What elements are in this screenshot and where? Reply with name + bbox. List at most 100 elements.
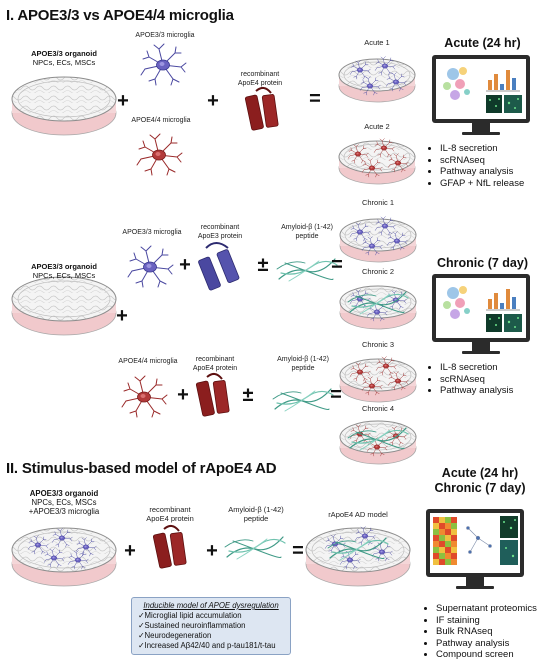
acute-protein-label: recombinant ApoE4 protein <box>225 70 295 88</box>
stimulus-timepoint-line1: Acute (24 hr) <box>441 466 519 480</box>
acute-organoid-subtitle: NPCs, ECs, MSCs <box>32 58 96 67</box>
chronic-monitor-icon <box>432 274 530 354</box>
acute-2-label: Acute 2 <box>364 122 390 131</box>
acute-protein-label-line1: recombinant <box>240 71 280 78</box>
acute-bar-plot <box>486 70 520 92</box>
chronic-outputs-list: IL-8 secretion scRNAseq Pathway analysis <box>428 362 550 397</box>
acute-outputs-list: IL-8 secretion scRNAseq Pathway analysis… <box>428 143 550 189</box>
stimulus-timepoint-line2: Chronic (7 day) <box>434 481 526 495</box>
acute-umap-plot <box>443 67 470 100</box>
acute-apoe4-protein-icon <box>243 86 280 132</box>
acute-plus-2: + <box>207 90 219 112</box>
chronic-apoe44-microglia-label: APOE4/4 microglia <box>118 358 178 365</box>
stimulus-output-item: Compound screen <box>436 649 550 661</box>
chronic-apoe4-protein-label-line1: recombinant <box>195 356 235 363</box>
chronic-bottom-plusminus: ± <box>242 384 254 406</box>
stimulus-equals: = <box>292 540 304 562</box>
chronic-amyloid-top-label: Amyloid-β (1-42) peptide <box>272 223 342 241</box>
chronic-amyloid-bottom-label-line1: Amyloid-β (1-42) <box>277 356 329 363</box>
apoe-dysregulation-item: ✓Sustained neuroinflammation <box>138 621 246 630</box>
chronic-amyloid-bottom-label: Amyloid-β (1-42) peptide <box>268 355 338 373</box>
stimulus-amyloid-label-line2: peptide <box>243 514 269 523</box>
chronic-amyloid-bottom-icon <box>272 388 334 412</box>
chronic-2-dish <box>339 285 417 330</box>
stimulus-output-item: Supernatant proteomics <box>436 603 550 615</box>
stimulus-organoid-label: APOE3/3 organoid NPCs, ECs, MSCs +APOE3/… <box>14 489 114 516</box>
chronic-apoe33-microglia-cell <box>127 245 174 288</box>
acute-output-item: GFAP + NfL release <box>440 178 550 190</box>
chronic-timepoint-title: Chronic (7 day) <box>437 256 528 270</box>
network-plot <box>466 526 492 554</box>
chronic-2-label: Chronic 2 <box>361 267 395 276</box>
acute-organoid-label: APOE3/3 organoid NPCs, ECs, MSCs <box>14 49 114 67</box>
stimulus-if-image-2 <box>500 540 518 565</box>
chronic-apoe3-protein-label-line1: recombinant <box>200 224 240 231</box>
chronic-apoe4-protein-label: recombinant ApoE4 protein <box>180 355 250 373</box>
chronic-output-item: IL-8 secretion <box>440 362 550 374</box>
acute-plus-1: + <box>117 90 129 112</box>
stimulus-monitor-icon <box>426 509 524 589</box>
acute-output-item: IL-8 secretion <box>440 143 550 155</box>
acute-organoid-title: APOE3/3 organoid <box>31 49 97 58</box>
chronic-amyloid-top-label-line2: peptide <box>295 233 319 240</box>
acute-monitor-icon <box>432 55 530 135</box>
chronic-organoid-title: APOE3/3 organoid <box>31 262 97 271</box>
stimulus-protein-label: recombinant ApoE4 protein <box>135 505 205 523</box>
apoe-dysregulation-item: ✓Neurodegeneration <box>138 631 212 640</box>
stimulus-outputs-list: Supernatant proteomics IF staining Bulk … <box>424 603 550 661</box>
apoe-dysregulation-box-title: Inducible model of APOE dysregulation <box>143 601 279 610</box>
section-1-title: I. APOE3/3 vs APOE4/4 microglia <box>6 7 234 24</box>
chronic-output-item: scRNAseq <box>440 374 550 386</box>
stimulus-organoid-subtitle-2: +APOE3/3 microglia <box>28 507 100 516</box>
chronic-top-plus: + <box>179 254 191 276</box>
chronic-1-label: Chronic 1 <box>361 198 395 207</box>
chronic-umap-plot <box>443 286 470 319</box>
acute-apoe33-microglia-cell <box>140 43 187 86</box>
section-2-title: II. Stimulus-based model of rApoE4 AD <box>6 460 277 477</box>
acute-apoe44-microglia-cell <box>136 133 183 176</box>
apoe-dysregulation-item: ✓Increased Aβ42/40 and p-tau181/t-tau <box>138 641 276 650</box>
chronic-bottom-plus: + <box>177 384 189 406</box>
chronic-if-image-1 <box>486 314 502 332</box>
acute-if-image-2 <box>504 95 522 113</box>
chronic-apoe3-protein-label-line2: ApoE3 protein <box>197 233 243 240</box>
stimulus-amyloid-label-line1: Amyloid-β (1-42) <box>228 505 284 514</box>
acute-2-dish <box>338 140 416 185</box>
stimulus-amyloid-label: Amyloid-β (1-42) peptide <box>218 505 294 523</box>
acute-apoe44-microglia-label: APOE4/4 microglia <box>131 117 191 124</box>
chronic-bottom-equals: = <box>330 384 342 406</box>
rapoe4-model-label: rApoE4 AD model <box>328 510 388 519</box>
chronic-apoe3-protein-label: recombinant ApoE3 protein <box>185 223 255 241</box>
acute-protein-label-line2: ApoE4 protein <box>237 80 283 87</box>
stimulus-organoid-subtitle-1: NPCs, ECs, MSCs <box>31 498 97 507</box>
acute-timepoint-title: Acute (24 hr) <box>444 36 521 50</box>
rapoe4-model-dish <box>305 527 411 587</box>
chronic-3-label: Chronic 3 <box>361 340 395 349</box>
stimulus-output-item: Bulk RNAseq <box>436 626 550 638</box>
acute-1-label: Acute 1 <box>364 38 390 47</box>
chronic-top-plusminus: ± <box>257 254 269 276</box>
chronic-if-image-2 <box>504 314 522 332</box>
chronic-amyloid-top-label-line1: Amyloid-β (1-42) <box>281 224 333 231</box>
chronic-bar-plot <box>486 289 520 311</box>
heatmap-plot <box>433 517 457 565</box>
chronic-amyloid-bottom-label-line2: peptide <box>291 365 315 372</box>
acute-if-image-1 <box>486 95 502 113</box>
stimulus-amyloid-icon <box>224 536 286 560</box>
chronic-4-dish <box>339 420 417 465</box>
chronic-apoe3-protein-icon <box>196 242 241 292</box>
apoe-dysregulation-item: ✓Microglial lipid accumulation <box>138 611 242 620</box>
chronic-output-item: Pathway analysis <box>440 385 550 397</box>
acute-output-item: scRNAseq <box>440 155 550 167</box>
acute-apoe33-microglia-label: APOE3/3 microglia <box>135 32 195 39</box>
stimulus-timepoint-title: Acute (24 hr) Chronic (7 day) <box>420 466 540 496</box>
stimulus-output-item: IF staining <box>436 615 550 627</box>
chronic-organoid-dish <box>11 276 117 336</box>
apoe-dysregulation-box: Inducible model of APOE dysregulation ✓M… <box>131 597 291 655</box>
chronic-apoe4-protein-icon <box>194 372 231 418</box>
chronic-middle-plus: + <box>116 305 128 327</box>
chronic-4-label: Chronic 4 <box>361 404 395 413</box>
chronic-apoe4-protein-label-line2: ApoE4 protein <box>192 365 238 372</box>
stimulus-protein-label-line1: recombinant <box>149 505 191 514</box>
acute-output-item: Pathway analysis <box>440 166 550 178</box>
